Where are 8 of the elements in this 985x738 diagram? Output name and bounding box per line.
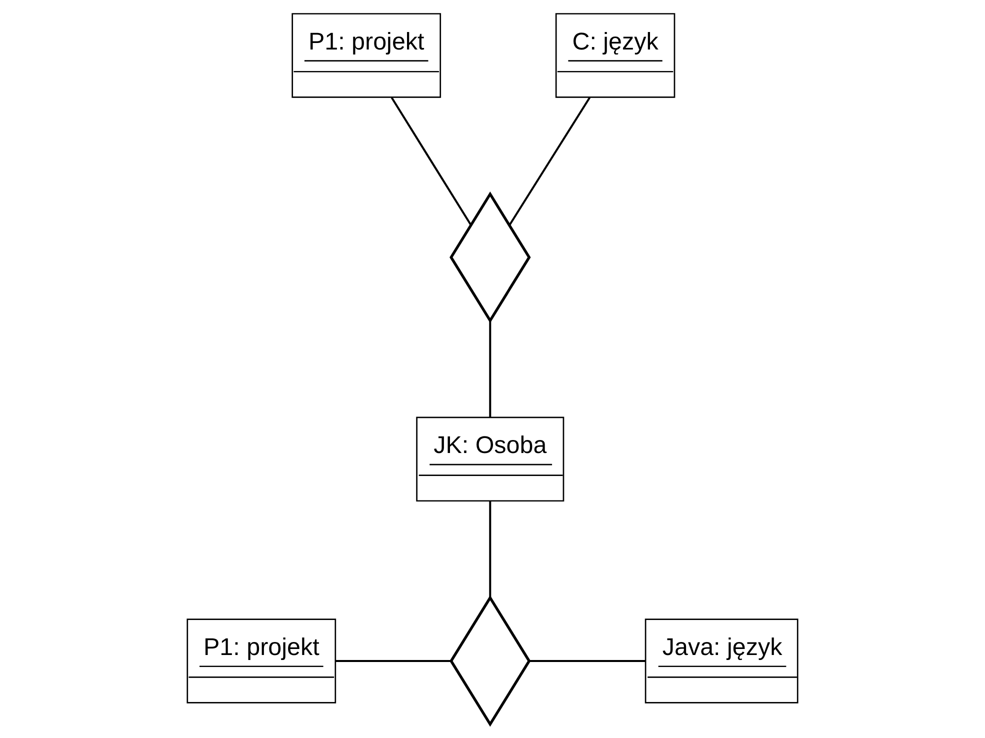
connector (390, 97, 472, 226)
connector (489, 501, 492, 598)
node-diamond (450, 595, 531, 727)
connector (529, 660, 646, 662)
connector (489, 320, 492, 418)
connector (508, 97, 591, 226)
connector (336, 660, 451, 662)
node-diamond (450, 192, 531, 324)
